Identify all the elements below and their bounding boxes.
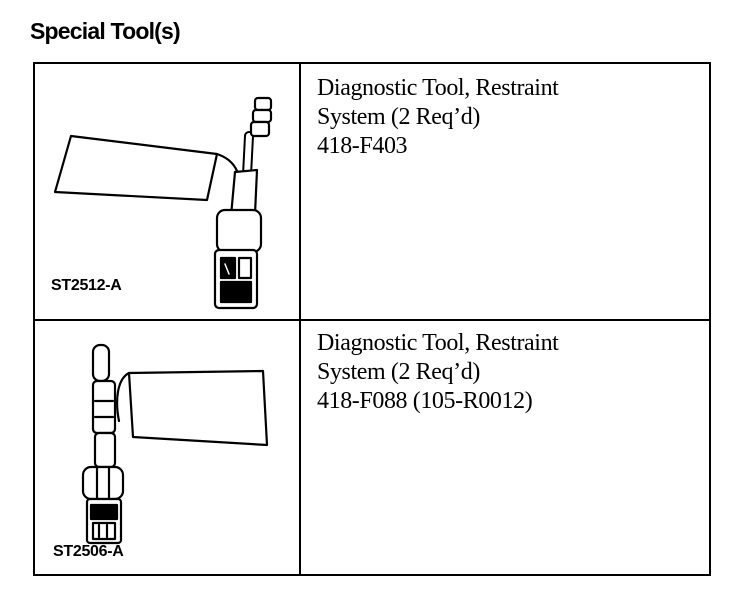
part-number: 418-F403 [317,133,408,159]
description-line: System (2 Req’d) [317,104,480,130]
tool-description: Diagnostic Tool, Restraint System (2 Req… [317,329,559,416]
diagnostic-tool-illustration [81,343,269,545]
tool-illustration-cell: ST2506-A [35,321,299,576]
tool-illustration-cell: ST2512-A [35,64,299,319]
part-number: 418-F088 (105-R0012) [317,388,533,414]
description-line: System (2 Req’d) [317,359,480,385]
diagnostic-tool-illustration [53,96,273,310]
row-divider [35,319,709,321]
description-line: Diagnostic Tool, Restraint [317,75,559,101]
special-tools-table: ST2512-A Diagnostic Tool, Restraint Syst… [33,62,711,576]
illustration-id: ST2512-A [51,277,122,294]
illustration-id: ST2506-A [53,543,124,560]
section-heading: Special Tool(s) [30,18,181,44]
tool-description: Diagnostic Tool, Restraint System (2 Req… [317,74,559,161]
description-line: Diagnostic Tool, Restraint [317,330,559,356]
